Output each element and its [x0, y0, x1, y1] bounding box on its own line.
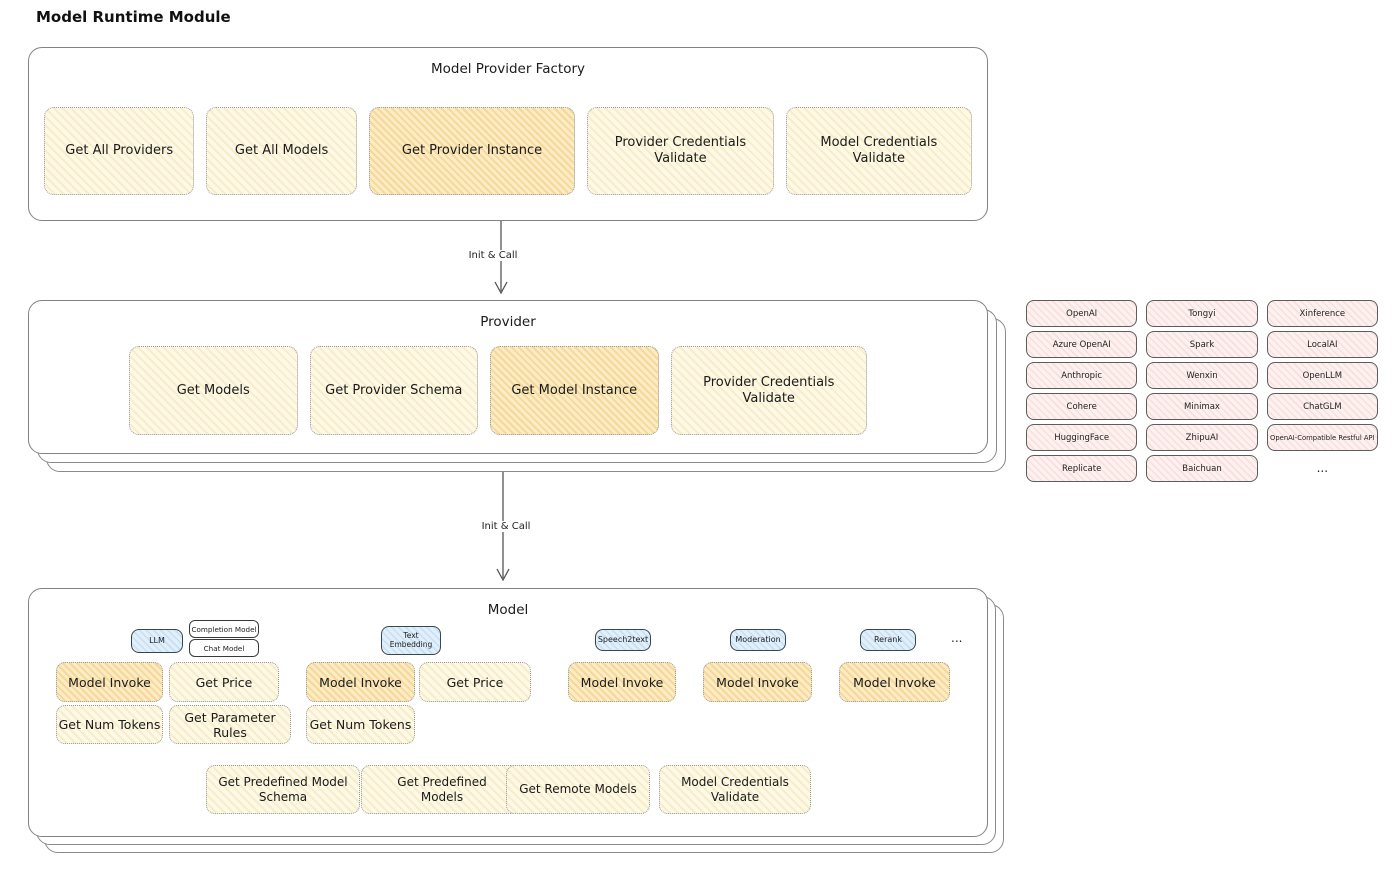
model-title: Model	[487, 602, 529, 618]
provider-chip-openai-compatible: OpenAI-Compatible Restful API	[1266, 424, 1378, 451]
node-moderation-model-invoke: Model Invoke	[703, 662, 812, 702]
arrow-label-init-call-2: Init & Call	[471, 521, 541, 532]
node-speech2text-model-invoke: Model Invoke	[568, 662, 676, 702]
provider-chip-openllm: OpenLLM	[1266, 362, 1378, 389]
tag-completion-model: Completion Model	[189, 620, 259, 638]
node-get-predefined-models: Get Predefined Models	[361, 765, 523, 814]
tag-llm: LLM	[131, 629, 183, 653]
node-text-embedding-model-invoke: Model Invoke	[306, 662, 415, 702]
provider-chip-replicate: Replicate	[1026, 455, 1138, 482]
provider-chip-tongyi: Tongyi	[1146, 300, 1258, 327]
factory-title: Model Provider Factory	[430, 61, 585, 77]
node-model-credentials-validate: Model Credentials Validate	[785, 107, 973, 195]
node-get-model-instance: Get Model Instance	[490, 346, 659, 435]
provider-chip-anthropic: Anthropic	[1026, 362, 1138, 389]
node-text-embedding-get-num-tokens: Get Num Tokens	[306, 705, 415, 744]
provider-chip-wenxin: Wenxin	[1146, 362, 1258, 389]
node-get-all-providers: Get All Providers	[44, 107, 195, 195]
model-types-ellipsis: ...	[951, 631, 963, 645]
provider-box: Provider Get Models Get Provider Schema …	[28, 300, 988, 454]
provider-title: Provider	[480, 314, 536, 330]
model-provider-factory-box: Model Provider Factory Get All Providers…	[28, 47, 988, 221]
node-llm-get-price: Get Price	[169, 662, 279, 702]
provider-chip-ellipsis: ...	[1316, 460, 1329, 475]
node-get-models: Get Models	[129, 346, 298, 435]
node-text-embedding-get-price: Get Price	[419, 662, 531, 702]
model-box: Model LLM Completion Model Chat Model Te…	[28, 588, 988, 837]
provider-chip-chatglm: ChatGLM	[1266, 393, 1378, 420]
provider-chip-minimax: Minimax	[1146, 393, 1258, 420]
node-get-all-models: Get All Models	[206, 107, 357, 195]
factory-methods-row: Get All Providers Get All Models Get Pro…	[44, 107, 973, 195]
tag-text-embedding: Text Embedding	[381, 626, 441, 655]
node-get-predefined-model-schema: Get Predefined Model Schema	[206, 765, 360, 814]
node-provider-credentials-validate: Provider Credentials Validate	[587, 107, 774, 195]
node-get-provider-instance: Get Provider Instance	[368, 107, 576, 195]
tag-moderation: Moderation	[730, 629, 786, 651]
node-rerank-model-invoke: Model Invoke	[839, 662, 950, 702]
provider-chip-openai: OpenAI	[1026, 300, 1138, 327]
arrow-label-init-call-1: Init & Call	[458, 250, 528, 261]
node-get-provider-schema: Get Provider Schema	[309, 346, 478, 435]
provider-chip-huggingface: HuggingFace	[1026, 424, 1138, 451]
provider-implementations-grid: OpenAI Tongyi Xinference Azure OpenAI Sp…	[1026, 300, 1378, 482]
provider-chip-zhipuai: ZhipuAI	[1146, 424, 1258, 451]
tag-chat-model: Chat Model	[189, 639, 259, 657]
node-model-credentials-validate-2: Model Credentials Validate	[659, 765, 811, 814]
page-title: Model Runtime Module	[36, 8, 231, 26]
node-llm-model-invoke: Model Invoke	[56, 662, 163, 702]
node-llm-get-num-tokens: Get Num Tokens	[56, 705, 163, 744]
provider-chip-baichuan: Baichuan	[1146, 455, 1258, 482]
provider-chip-azure-openai: Azure OpenAI	[1026, 331, 1138, 358]
node-llm-get-parameter-rules: Get Parameter Rules	[169, 705, 291, 744]
tag-speech2text: Speech2text	[595, 629, 651, 651]
tag-rerank: Rerank	[860, 629, 916, 651]
provider-chip-xinference: Xinference	[1266, 300, 1378, 327]
provider-chip-cohere: Cohere	[1026, 393, 1138, 420]
provider-methods-row: Get Models Get Provider Schema Get Model…	[129, 346, 867, 435]
node-provider-credentials-validate-2: Provider Credentials Validate	[670, 346, 867, 435]
provider-chip-spark: Spark	[1146, 331, 1258, 358]
node-get-remote-models: Get Remote Models	[506, 765, 650, 814]
provider-chip-localai: LocalAI	[1266, 331, 1378, 358]
